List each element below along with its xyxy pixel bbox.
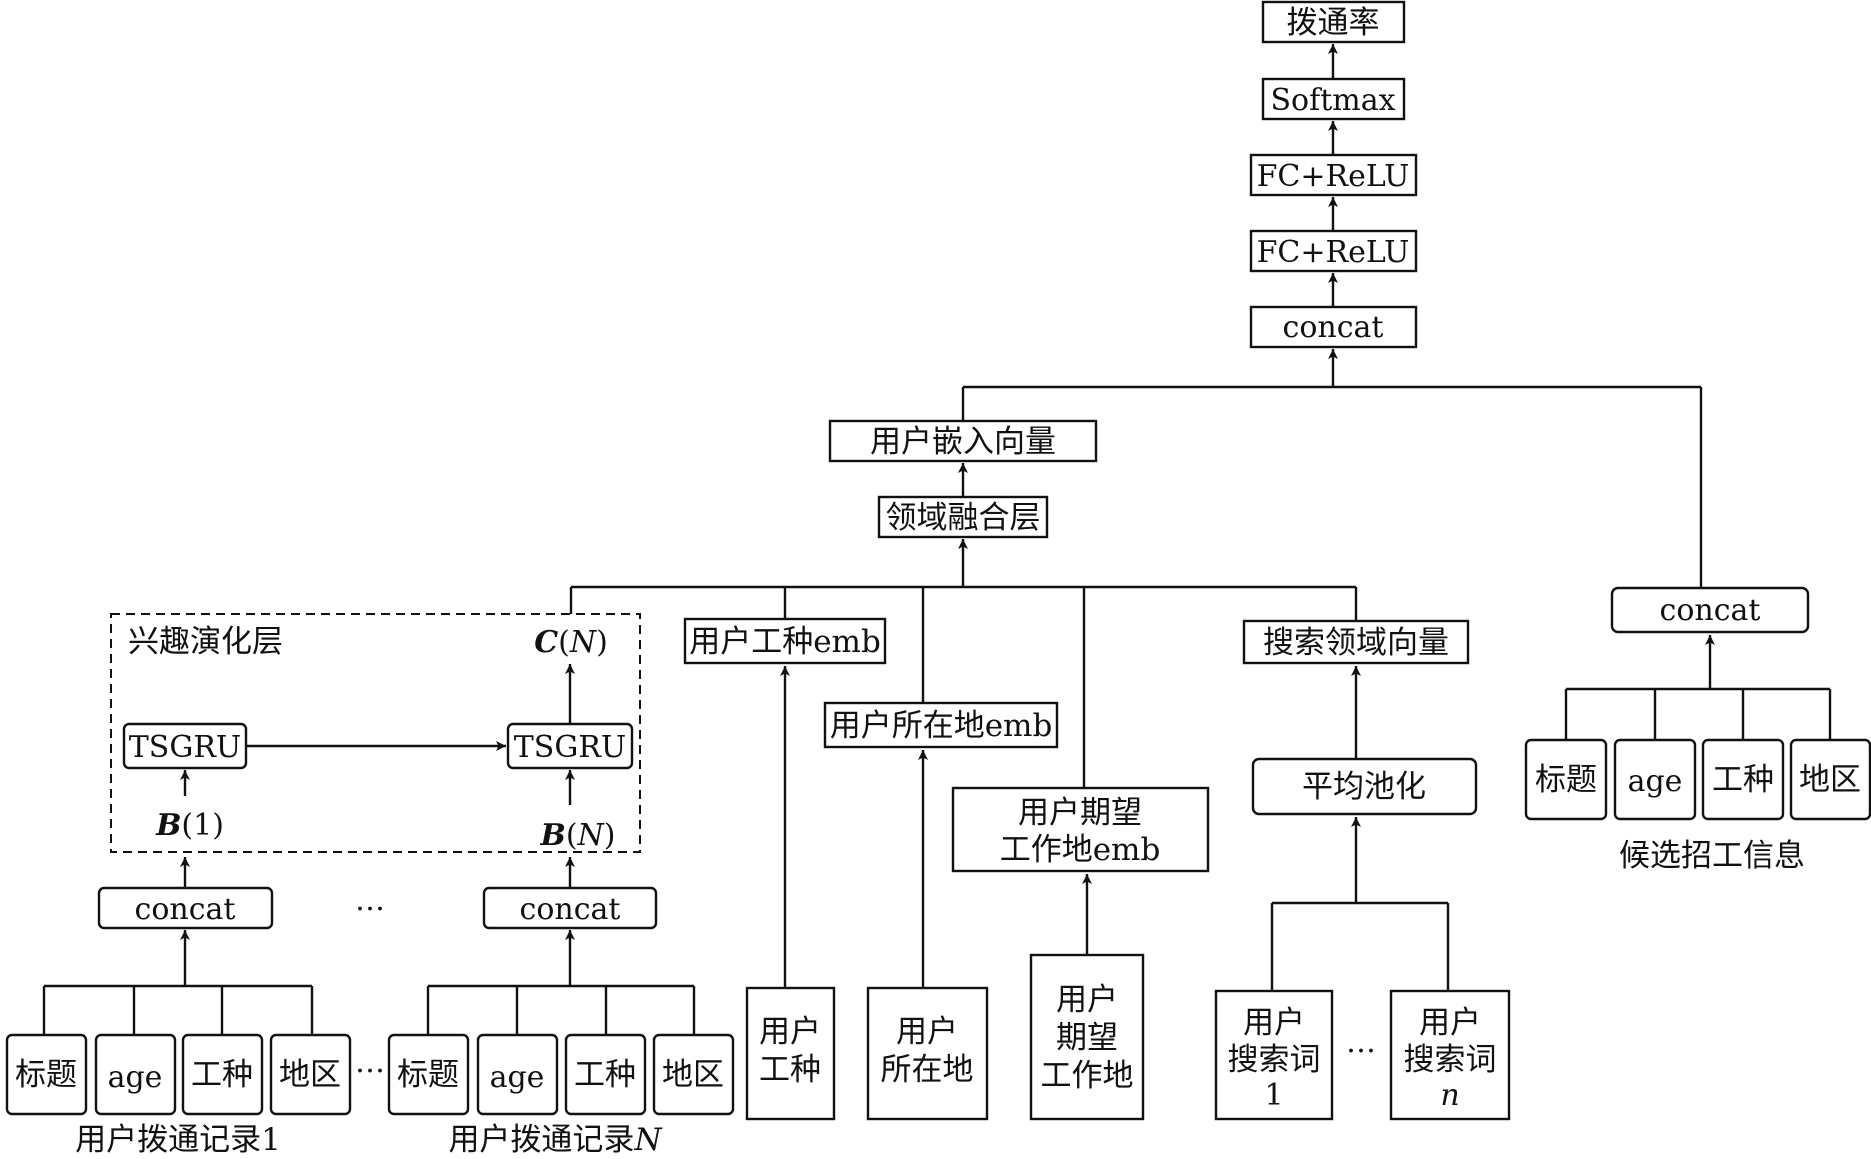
candidate-field-title: 标题 xyxy=(1535,762,1597,798)
candidate-field-age: age xyxy=(1628,764,1683,799)
c-n-label: C(N) xyxy=(534,625,608,660)
user-expected-input-line2: 期望 xyxy=(1056,1020,1118,1056)
recordn-field-age: age xyxy=(490,1060,545,1095)
user-location-emb-label: 用户所在地emb xyxy=(830,708,1053,744)
recordn-field-title: 标题 xyxy=(397,1057,459,1093)
search-terms-ellipsis: … xyxy=(1346,1025,1376,1060)
fc-relu-lower-label: FC+ReLU xyxy=(1257,235,1410,270)
record1-field-title: 标题 xyxy=(15,1057,77,1093)
user-expected-emb-line2: 工作地emb xyxy=(1000,832,1161,868)
tsgru-first-label: TSGRU xyxy=(129,730,241,765)
records-ellipsis-middle: … xyxy=(355,883,385,918)
user-expected-input-line3: 工作地 xyxy=(1041,1058,1134,1094)
user-job-input-line1: 用户 xyxy=(759,1014,821,1050)
user-profile-features: 用户工种emb 用户 工种 用户所在地emb 用户 所在地 用户期望 工作地em… xyxy=(683,617,1210,1121)
top-concat-label: concat xyxy=(1283,310,1384,345)
search-term1-line3: 1 xyxy=(1264,1078,1283,1113)
dial-rate-label: 拨通率 xyxy=(1287,5,1380,41)
records-ellipsis-bottom: … xyxy=(355,1045,385,1080)
user-location-input-line2: 所在地 xyxy=(881,1052,974,1088)
record1-concat-label: concat xyxy=(135,892,236,927)
user-expected-emb-line1: 用户期望 xyxy=(1018,795,1142,831)
recordn-caption: 用户拨通记录N xyxy=(448,1122,663,1158)
candidate-info: concat 标题 age 工种 地区 候选招工信息 xyxy=(1524,586,1871,874)
recordn-concat-label: concat xyxy=(520,892,621,927)
recordn-field-job: 工种 xyxy=(574,1057,636,1093)
softmax-label: Softmax xyxy=(1270,83,1395,118)
tsgru-last-label: TSGRU xyxy=(514,730,626,765)
user-location-input-line1: 用户 xyxy=(896,1014,958,1050)
candidate-field-job: 工种 xyxy=(1712,762,1774,798)
user-job-input-line2: 工种 xyxy=(759,1052,821,1088)
user-expected-input-line1: 用户 xyxy=(1056,982,1118,1018)
record1-field-region: 地区 xyxy=(279,1057,341,1093)
search-vector-label: 搜索领域向量 xyxy=(1263,625,1449,661)
interest-evolution-layer: 兴趣演化层 C(N) TSGRU TSGRU B(1) B(N) xyxy=(110,613,641,888)
record1-field-age: age xyxy=(108,1060,163,1095)
search-termn-line3: n xyxy=(1440,1078,1459,1113)
record1-caption: 用户拨通记录1 xyxy=(75,1122,281,1158)
bn-label: B(N) xyxy=(539,818,615,853)
search-domain: 搜索领域向量 平均池化 用户 搜索词 1 … 用户 搜索词 n xyxy=(1214,619,1511,1121)
search-term1-line1: 用户 xyxy=(1243,1005,1305,1041)
candidate-caption: 候选招工信息 xyxy=(1619,838,1805,874)
fc-relu-upper-label: FC+ReLU xyxy=(1257,159,1410,194)
candidate-concat-label: concat xyxy=(1660,593,1761,628)
interest-evolution-title: 兴趣演化层 xyxy=(128,624,283,660)
output-tower: 拨通率 Softmax FC+ReLU FC+ReLU concat xyxy=(961,0,1703,588)
click-records: concat concat … 标题 age 工种 地区 … 标题 age xyxy=(5,883,735,1158)
avg-pooling-label: 平均池化 xyxy=(1302,769,1426,805)
candidate-field-region: 地区 xyxy=(1799,762,1861,798)
recordn-field-region: 地区 xyxy=(662,1057,724,1093)
domain-fusion-label: 领域融合层 xyxy=(886,500,1041,536)
user-embedding-branch: 用户嵌入向量 领域融合层 xyxy=(569,419,1358,788)
record1-field-job: 工种 xyxy=(191,1057,253,1093)
interest-evolution-frame xyxy=(110,613,641,853)
user-embedding-label: 用户嵌入向量 xyxy=(870,424,1056,460)
search-term1-line2: 搜索词 xyxy=(1228,1042,1321,1078)
search-termn-line1: 用户 xyxy=(1419,1005,1481,1041)
user-job-emb-label: 用户工种emb xyxy=(689,624,881,660)
b1-label: B(1) xyxy=(155,808,224,843)
search-termn-line2: 搜索词 xyxy=(1404,1042,1497,1078)
